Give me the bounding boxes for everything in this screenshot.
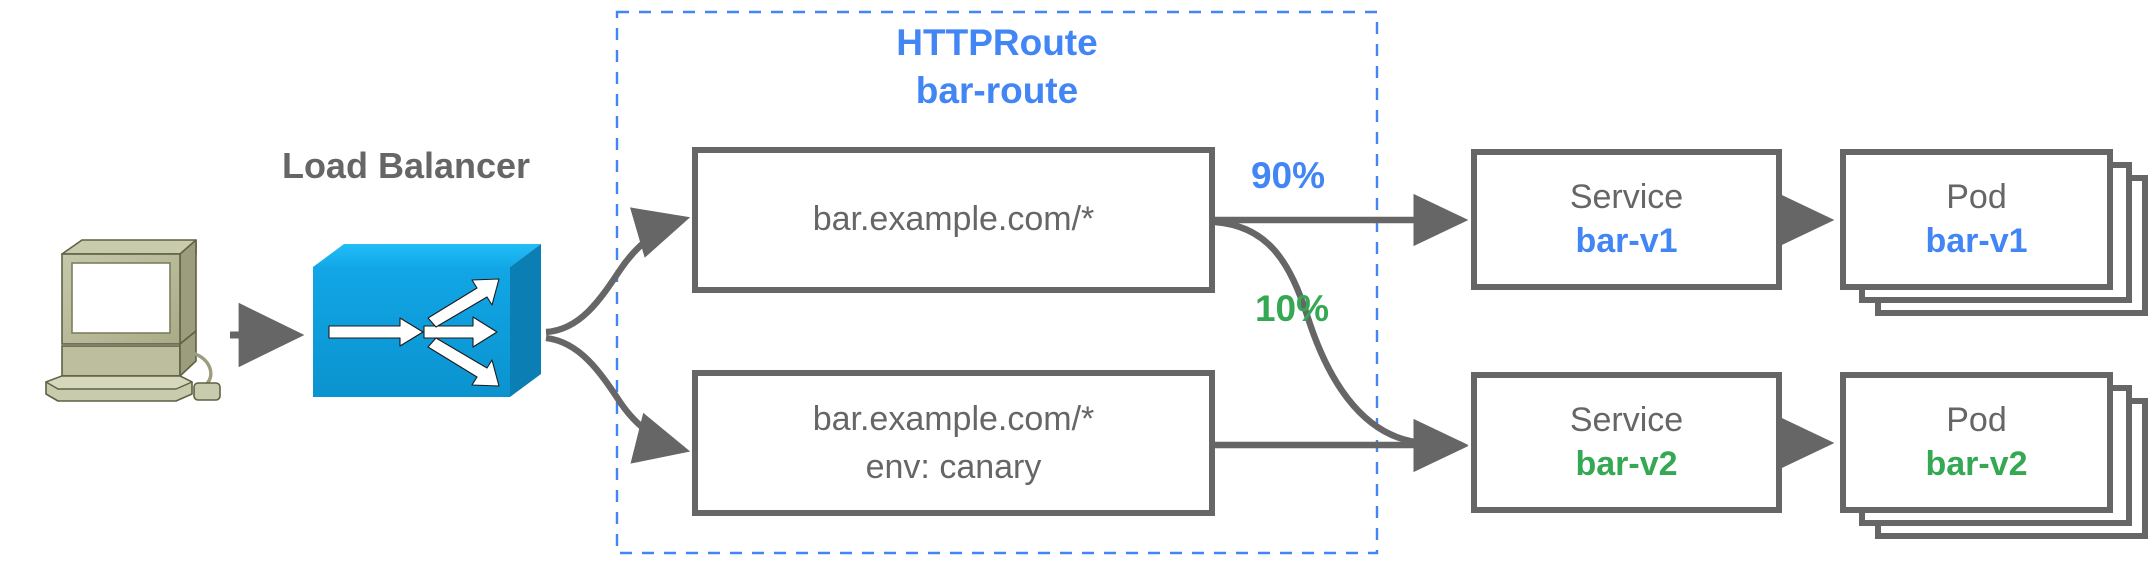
- pod-v2-kind: Pod: [1946, 401, 2007, 439]
- arrow-lb-to-rule-2: [545, 334, 691, 464]
- service-v2-name: bar-v2: [1575, 445, 1678, 483]
- pod-stack-bar-v2: [1840, 372, 2148, 539]
- route-rule-box-1: [692, 147, 1215, 293]
- httproute-title-line2: bar-route: [915, 70, 1079, 111]
- weight-label-10: 10%: [1254, 288, 1330, 329]
- load-balancer-icon: [313, 244, 541, 397]
- arrow-lb-to-rule-1: [545, 207, 691, 336]
- desktop-computer-icon: [45, 239, 221, 402]
- httproute-boundary: [615, 10, 1379, 555]
- pod-v1-name: bar-v1: [1925, 222, 2028, 260]
- route-rule-box-2: [692, 370, 1215, 516]
- pod-v2-name: bar-v2: [1925, 445, 2028, 483]
- pod-v1-kind: Pod: [1946, 178, 2007, 216]
- load-balancer-label: Load Balancer: [281, 145, 531, 186]
- service-v1-kind: Service: [1569, 178, 1684, 216]
- pod-stack-bar-v1: [1840, 149, 2148, 316]
- arrow-rule1-to-service-v2: [1214, 218, 1469, 473]
- service-box-bar-v1: [1471, 149, 1782, 290]
- weight-label-90: 90%: [1250, 155, 1326, 196]
- route-rule-1-line1: bar.example.com/*: [812, 200, 1095, 238]
- service-v2-kind: Service: [1569, 401, 1684, 439]
- route-rule-2-line2: env: canary: [865, 448, 1042, 486]
- route-rule-2-line1: bar.example.com/*: [812, 400, 1095, 438]
- httproute-title-line1: HTTPRoute: [896, 22, 1098, 63]
- service-box-bar-v2: [1471, 372, 1782, 513]
- service-v1-name: bar-v1: [1575, 222, 1678, 260]
